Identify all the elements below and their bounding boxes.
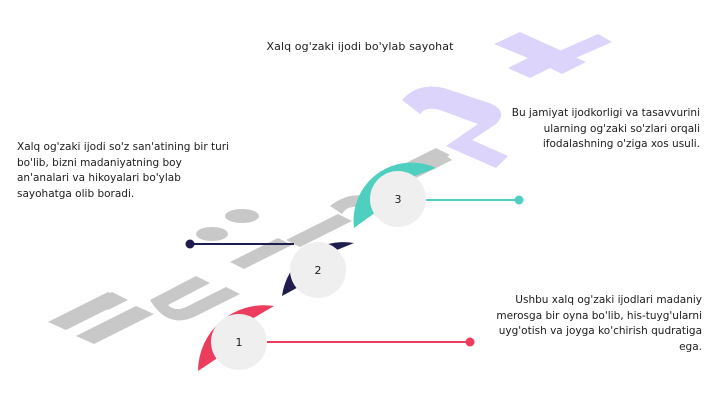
step-2-disk (290, 242, 346, 298)
slide-title: Xalq og'zaki ijodi bo'ylab sayohat (266, 40, 454, 53)
step-1-dot (465, 337, 475, 347)
watermark-24 (402, 32, 612, 168)
left-description: Xalq og'zaki ijodi so'z san'atining bir … (17, 141, 229, 200)
step-2: 2 (185, 239, 354, 298)
step-1: 1 (198, 305, 475, 371)
step-2-number: 2 (315, 264, 322, 277)
step-2-dot (185, 239, 195, 249)
step-3-number: 3 (395, 193, 402, 206)
right-bottom-description: Ushbu xalq og'zaki ijodlari madaniy mero… (496, 294, 702, 353)
step-3: 3 (353, 162, 524, 228)
right-top-description: Bu jamiyat ijodkorligi va tasavvurini ul… (511, 107, 700, 150)
step-1-number: 1 (236, 336, 243, 349)
step-1-disk (211, 314, 267, 370)
step-3-dot (514, 195, 524, 205)
step-3-disk (370, 171, 426, 227)
